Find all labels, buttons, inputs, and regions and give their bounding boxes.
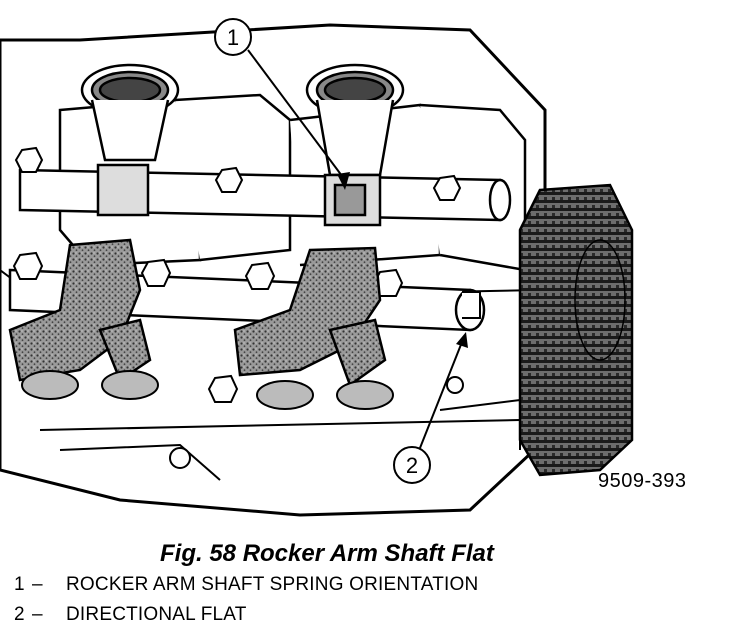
engine-illustration: 1 2: [0, 18, 634, 517]
callout-2-number: 2: [406, 453, 418, 478]
lower-bolts: [12, 251, 404, 403]
legend-item-2-label: DIRECTIONAL FLAT: [66, 604, 247, 625]
figure-reference-code: 9509-393: [598, 470, 687, 492]
upper-rocker-shaft: [18, 163, 512, 227]
figure-caption: Fig. 58 Rocker Arm Shaft Flat: [160, 540, 494, 567]
callout-1: 1: [214, 18, 350, 190]
cam-sprocket: [518, 183, 634, 477]
legend-separator: –: [32, 604, 43, 625]
callout-2: 2: [393, 332, 468, 484]
legend-item-1-label: ROCKER ARM SHAFT SPRING ORIENTATION: [66, 574, 479, 595]
legend-item-2-number: 2: [14, 604, 25, 625]
legend-item-2: 2– DIRECTIONAL FLAT: [14, 604, 247, 626]
upper-bolts: [14, 146, 462, 201]
rocker-arms: [8, 238, 387, 387]
spring-cups: [80, 63, 405, 177]
legend-item-1-number: 1: [14, 574, 25, 595]
legend-separator: –: [32, 574, 43, 595]
legend-item-1: 1– ROCKER ARM SHAFT SPRING ORIENTATION: [14, 574, 478, 596]
valve-springs: [21, 370, 394, 410]
callout-1-number: 1: [227, 25, 239, 50]
